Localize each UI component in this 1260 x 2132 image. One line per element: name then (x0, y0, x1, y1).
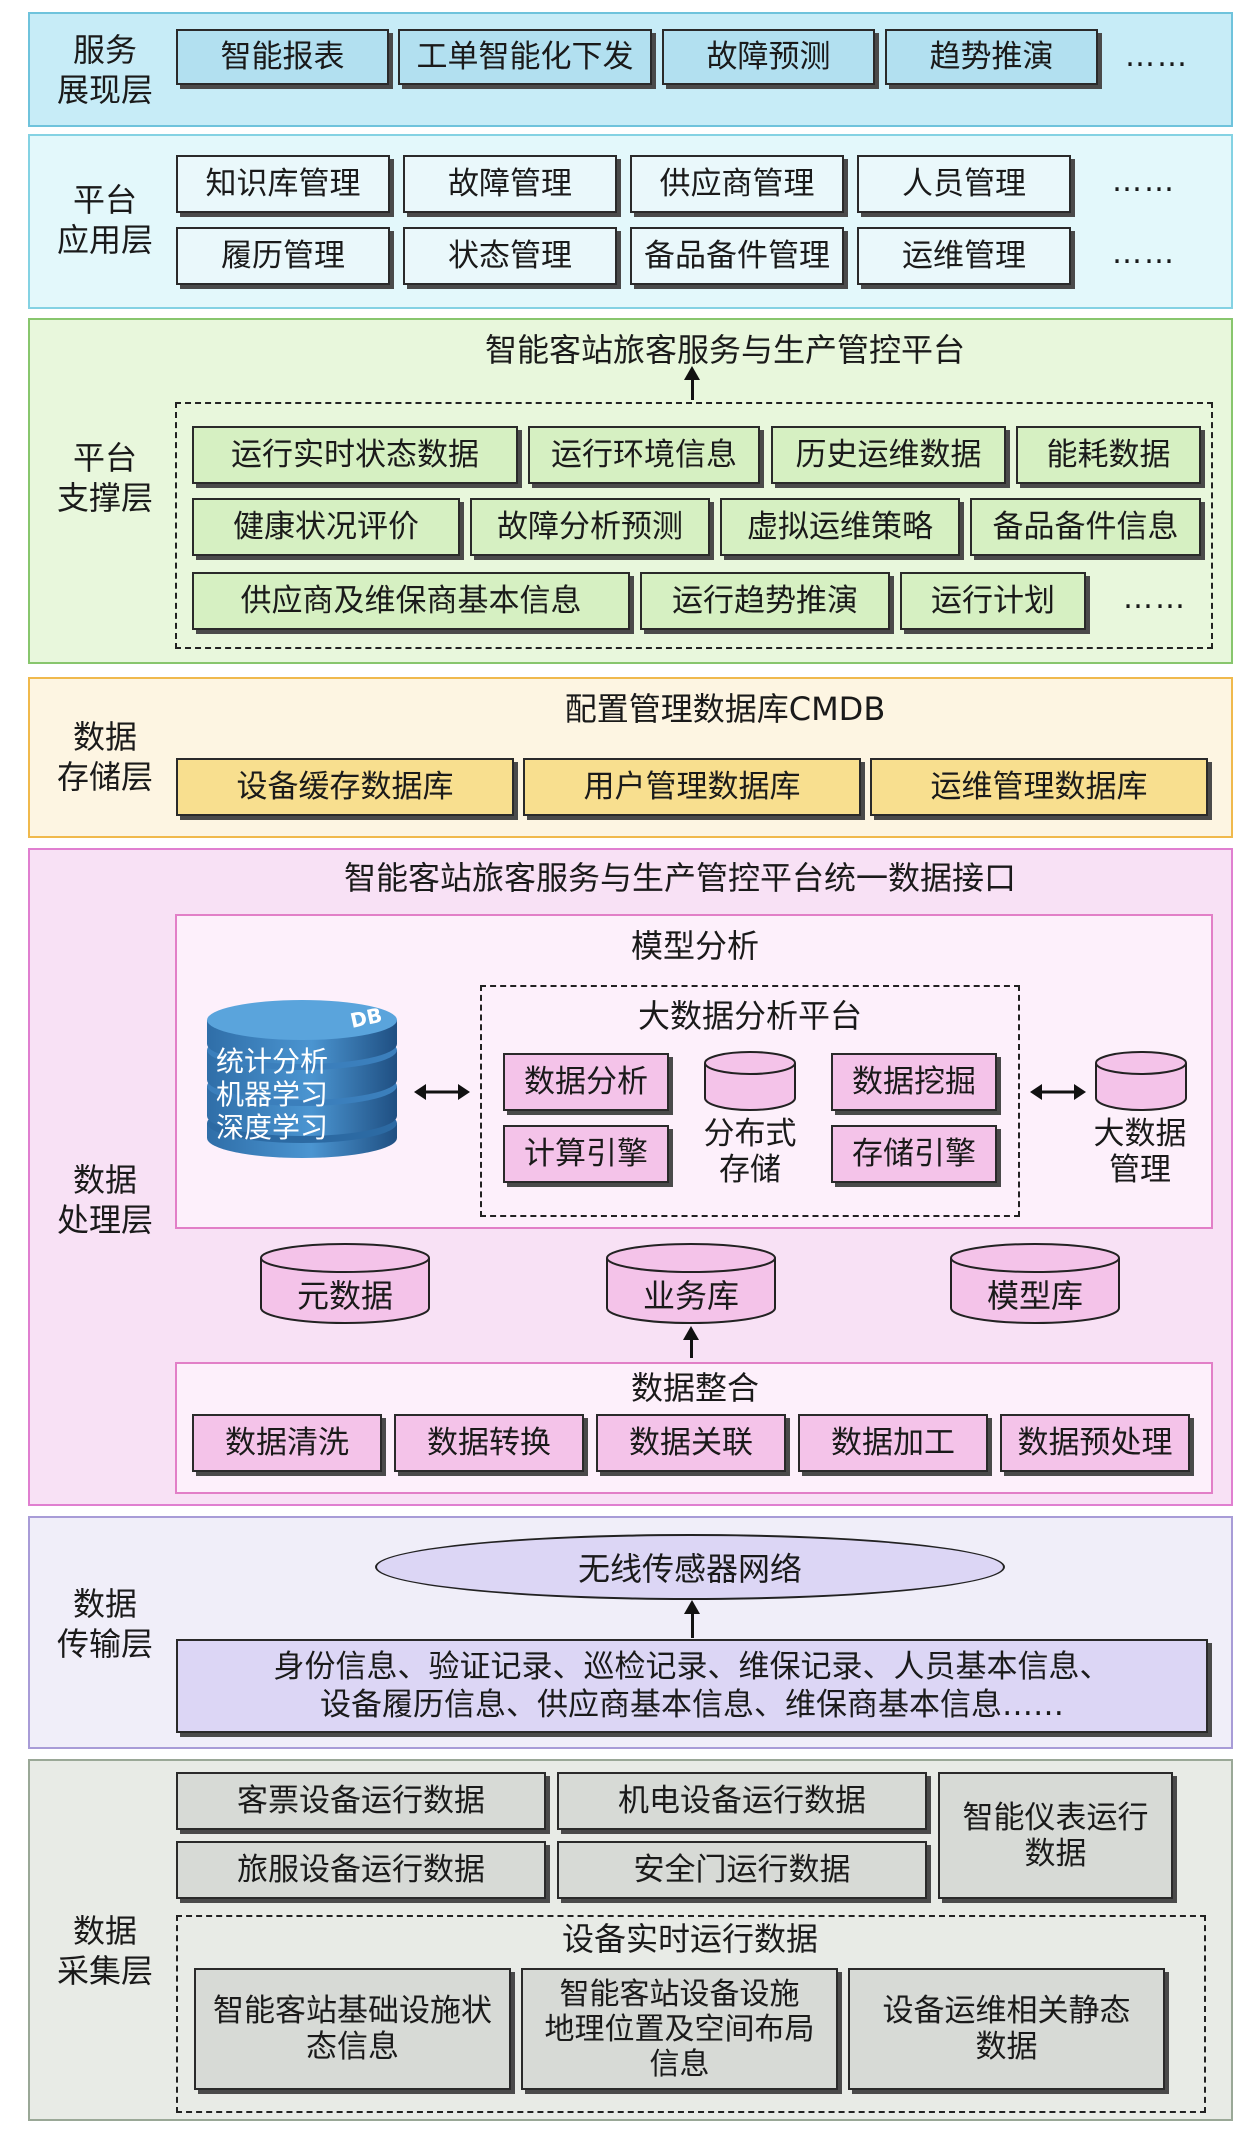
up-arrow (684, 366, 700, 400)
layer-title: 数据 采集层 (56, 1912, 153, 1990)
platform-item: 数据分析 (503, 1053, 669, 1111)
application-item: 供应商管理 (630, 155, 844, 213)
transmission-layer: 数据 传输层 无线传感器网络 身份信息、验证记录、巡检记录、维保记录、人员基本信… (28, 1516, 1233, 1749)
repo-label: 模型库 (986, 1277, 1083, 1315)
support-item: 运行实时状态数据 (192, 426, 518, 484)
layer-title: 数据 处理层 (56, 1161, 153, 1239)
support-item: 供应商及维保商基本信息 (192, 572, 630, 630)
database-icon: DB (207, 1000, 397, 1158)
ellipsis: …… (1112, 164, 1176, 199)
platform-item: 存储引擎 (831, 1125, 997, 1183)
support-item: 健康状况评价 (192, 498, 460, 556)
bigdata-management-icon (1095, 1051, 1187, 1111)
presentation-item: 工单智能化下发 (398, 29, 652, 85)
db-line: 深度学习 (216, 1111, 329, 1144)
support-item: 故障分析预测 (470, 498, 710, 556)
application-item: 履历管理 (176, 227, 390, 285)
application-layer: 平台 应用层 知识库管理 故障管理 供应商管理 人员管理 …… 履历管理 状态管… (28, 134, 1233, 309)
platform-title: 智能客站旅客服务与生产管控平台 (484, 331, 965, 369)
platform-item: 计算引擎 (503, 1125, 669, 1183)
metadata-repo-icon (260, 1243, 430, 1324)
support-item: 能耗数据 (1016, 426, 1201, 484)
layer-title: 数据 传输层 (56, 1585, 153, 1663)
model-repo-icon (950, 1243, 1120, 1324)
db-line: 机器学习 (216, 1078, 329, 1111)
support-item: 历史运维数据 (771, 426, 1006, 484)
up-arrow (684, 1600, 700, 1638)
interface-title: 智能客站旅客服务与生产管控平台统一数据接口 (343, 859, 1016, 897)
application-item: 状态管理 (403, 227, 617, 285)
application-item: 备品备件管理 (630, 227, 844, 285)
realtime-title: 设备实时运行数据 (561, 1920, 818, 1958)
transmission-info: 身份信息、验证记录、巡检记录、维保记录、人员基本信息、 设备履历信息、供应商基本… (176, 1639, 1208, 1733)
layer-title: 平台 支撑层 (56, 439, 153, 517)
distributed-storage-icon (704, 1051, 796, 1111)
support-item: 运行趋势推演 (640, 572, 890, 630)
application-item: 知识库管理 (176, 155, 390, 213)
distributed-storage-label: 分布式 存储 (703, 1116, 797, 1188)
presentation-item: 故障预测 (662, 29, 875, 85)
integration-item: 数据关联 (596, 1414, 786, 1472)
bidirectional-arrow (414, 1084, 470, 1100)
ellipsis: …… (1123, 581, 1187, 616)
bigdata-platform-title: 大数据分析平台 (637, 997, 862, 1035)
repo-label: 元数据 (296, 1277, 393, 1315)
presentation-item: 智能报表 (176, 29, 389, 85)
db-line: 统计分析 (216, 1045, 329, 1078)
realtime-item: 智能客站基础设施状 态信息 (194, 1968, 511, 2090)
support-item: 备品备件信息 (970, 498, 1201, 556)
support-layer: 平台 支撑层 智能客站旅客服务与生产管控平台 运行实时状态数据 运行环境信息 历… (28, 318, 1233, 664)
up-arrow (683, 1326, 699, 1358)
application-item: 故障管理 (403, 155, 617, 213)
collection-item: 旅服设备运行数据 (176, 1841, 546, 1899)
support-item: 运行环境信息 (528, 426, 760, 484)
collection-item: 客票设备运行数据 (176, 1772, 546, 1830)
collection-item: 机电设备运行数据 (557, 1772, 927, 1830)
realtime-item: 智能客站设备设施 地理位置及空间布局 信息 (521, 1968, 838, 2090)
layer-title: 平台 应用层 (56, 181, 153, 259)
layer-title: 服务 展现层 (56, 31, 153, 109)
collection-layer: 数据 采集层 客票设备运行数据 机电设备运行数据 旅服设备运行数据 安全门运行数… (28, 1759, 1233, 2121)
storage-item: 设备缓存数据库 (176, 758, 514, 816)
processing-layer: 数据 处理层 智能客站旅客服务与生产管控平台统一数据接口 模型分析 DB 统计分… (28, 848, 1233, 1506)
ellipsis: …… (1125, 39, 1189, 74)
realtime-item: 设备运维相关静态 数据 (848, 1968, 1165, 2090)
integration-item: 数据转换 (394, 1414, 584, 1472)
application-item: 人员管理 (857, 155, 1071, 213)
platform-item: 数据挖掘 (831, 1053, 997, 1111)
realtime-data-group (176, 1915, 1206, 2113)
db-caption: 统计分析 机器学习 深度学习 (216, 1045, 346, 1144)
presentation-layer: 服务 展现层 智能报表 工单智能化下发 故障预测 趋势推演 …… (28, 12, 1233, 127)
ellipsis: …… (1112, 236, 1176, 271)
support-data-group (175, 402, 1213, 649)
storage-item: 运维管理数据库 (870, 758, 1208, 816)
collection-item: 安全门运行数据 (557, 1841, 927, 1899)
integration-item: 数据预处理 (1000, 1414, 1190, 1472)
application-item: 运维管理 (857, 227, 1071, 285)
integration-item: 数据加工 (798, 1414, 988, 1472)
integration-item: 数据清洗 (192, 1414, 382, 1472)
support-item: 虚拟运维策略 (720, 498, 960, 556)
smart-meter-data: 智能仪表运行 数据 (938, 1772, 1173, 1899)
model-analysis-title: 模型分析 (630, 927, 759, 965)
layer-title: 数据 存储层 (56, 718, 153, 796)
storage-item: 用户管理数据库 (523, 758, 861, 816)
bidirectional-arrow (1030, 1084, 1086, 1100)
bigdata-management-label: 大数据 管理 (1093, 1116, 1187, 1188)
presentation-item: 趋势推演 (885, 29, 1098, 85)
business-repo-icon (606, 1243, 776, 1324)
repo-label: 业务库 (642, 1277, 739, 1315)
support-item: 运行计划 (900, 572, 1086, 630)
storage-layer: 数据 存储层 配置管理数据库CMDB 设备缓存数据库 用户管理数据库 运维管理数… (28, 677, 1233, 838)
wireless-network: 无线传感器网络 (375, 1534, 1005, 1600)
integration-title: 数据整合 (630, 1369, 759, 1407)
cmdb-title: 配置管理数据库CMDB (564, 690, 886, 728)
